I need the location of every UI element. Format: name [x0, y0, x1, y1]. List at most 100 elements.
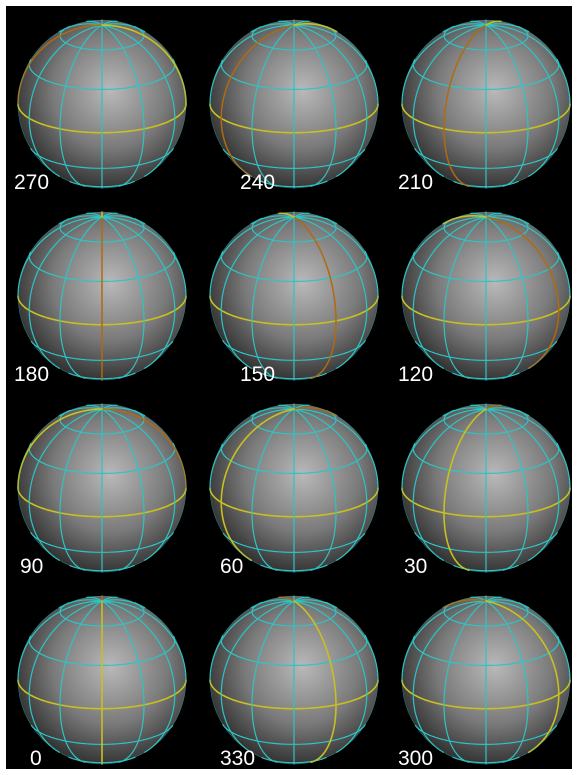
prime-meridian-line — [101, 24, 187, 105]
sphere-rim — [209, 595, 379, 765]
meridian-line — [251, 216, 295, 379]
meridian-line — [59, 24, 103, 187]
meridian-line — [59, 216, 103, 379]
sphere-rim — [401, 211, 571, 381]
meridian-line — [101, 216, 176, 369]
antimeridian-line — [485, 216, 560, 370]
rotation-label: 120 — [398, 363, 434, 386]
sphere-rim — [209, 403, 379, 573]
meridian-line — [28, 216, 103, 369]
meridian-line — [485, 24, 560, 177]
meridian-line — [470, 212, 487, 218]
prime-meridian-line — [293, 600, 337, 764]
meridian-line — [101, 600, 176, 753]
parallel-line — [464, 409, 529, 435]
parallel-line — [28, 58, 176, 90]
parallel-line — [220, 443, 232, 462]
rotation-label: 300 — [398, 747, 434, 770]
meridian-line — [101, 24, 176, 177]
meridian-line — [17, 216, 103, 297]
parallel-line — [443, 218, 529, 243]
prime-meridian-line — [220, 408, 295, 562]
meridian-line — [209, 408, 295, 489]
globe-panel: 60 — [200, 392, 388, 584]
globe-svg — [209, 403, 379, 573]
meridian-line — [412, 216, 487, 369]
meridian-line — [412, 408, 487, 561]
meridian-line — [293, 24, 337, 187]
meridian-line — [470, 596, 487, 602]
globe-panel: 240 — [200, 8, 388, 200]
parallel-line — [251, 601, 316, 627]
meridian-line — [293, 20, 310, 26]
meridian-line — [209, 600, 295, 681]
rotation-label: 60 — [220, 555, 244, 578]
sphere-rim — [209, 19, 379, 189]
rotation-label: 0 — [30, 747, 42, 770]
parallel-line — [548, 635, 560, 654]
meridian-line — [293, 408, 337, 571]
parallel-line — [59, 602, 103, 627]
sphere-rim — [401, 19, 571, 189]
meridian-line — [412, 24, 487, 177]
parallel-line — [101, 635, 176, 667]
antimeridian-line — [278, 596, 295, 602]
parallel-line — [414, 532, 451, 550]
meridian-line — [251, 408, 295, 571]
meridian-line — [278, 20, 295, 26]
antimeridian-line — [17, 24, 103, 105]
sphere-rim — [401, 595, 571, 765]
meridian-line — [220, 216, 295, 369]
meridian-line — [485, 408, 571, 489]
globe-panel: 270 — [8, 8, 196, 200]
rotation-label: 180 — [14, 363, 50, 386]
antimeridian-line — [220, 24, 295, 178]
meridian-line — [59, 408, 103, 571]
equator-line — [401, 679, 560, 710]
globe-panel: 90 — [8, 392, 196, 584]
meridian-line — [293, 216, 379, 297]
sphere-rim — [17, 19, 187, 189]
sphere-rim — [209, 211, 379, 381]
globe-panel: 120 — [392, 200, 578, 392]
prime-meridian-line — [17, 408, 103, 489]
meridian-line — [101, 212, 118, 218]
rotation-label: 30 — [404, 555, 428, 578]
globe-svg — [209, 595, 379, 765]
equator-line — [17, 679, 103, 710]
sphere-rim — [401, 403, 571, 573]
meridian-line — [412, 600, 487, 753]
meridian-line — [28, 24, 103, 177]
meridian-line — [485, 216, 571, 297]
sphere-rim — [17, 403, 187, 573]
parallel-line — [101, 724, 174, 745]
meridian-line — [278, 404, 295, 410]
meridian-line — [293, 600, 379, 681]
meridian-line — [101, 600, 145, 763]
parallel-line — [28, 442, 176, 474]
meridian-line — [485, 216, 529, 379]
meridian-line — [470, 404, 487, 410]
globe-svg — [17, 211, 187, 381]
meridian-line — [293, 596, 310, 602]
equator-line — [209, 487, 223, 504]
meridian-line — [485, 408, 560, 561]
meridian-line — [485, 600, 529, 763]
meridian-line — [485, 212, 502, 218]
meridian-line — [485, 408, 529, 571]
prime-meridian-line — [278, 212, 295, 218]
antimeridian-line — [293, 216, 337, 379]
parallel-line — [230, 532, 366, 553]
sphere-rim — [17, 211, 187, 381]
meridian-line — [293, 404, 310, 410]
parallel-line — [251, 26, 337, 51]
meridian-line — [401, 600, 487, 681]
globe-svg — [17, 595, 187, 765]
sphere-rim — [17, 595, 187, 765]
parallel-line — [443, 602, 523, 627]
meridian-line — [293, 408, 379, 489]
meridian-line — [443, 216, 487, 379]
meridian-line — [485, 24, 571, 105]
meridian-line — [220, 600, 295, 753]
parallel-line — [329, 724, 366, 742]
